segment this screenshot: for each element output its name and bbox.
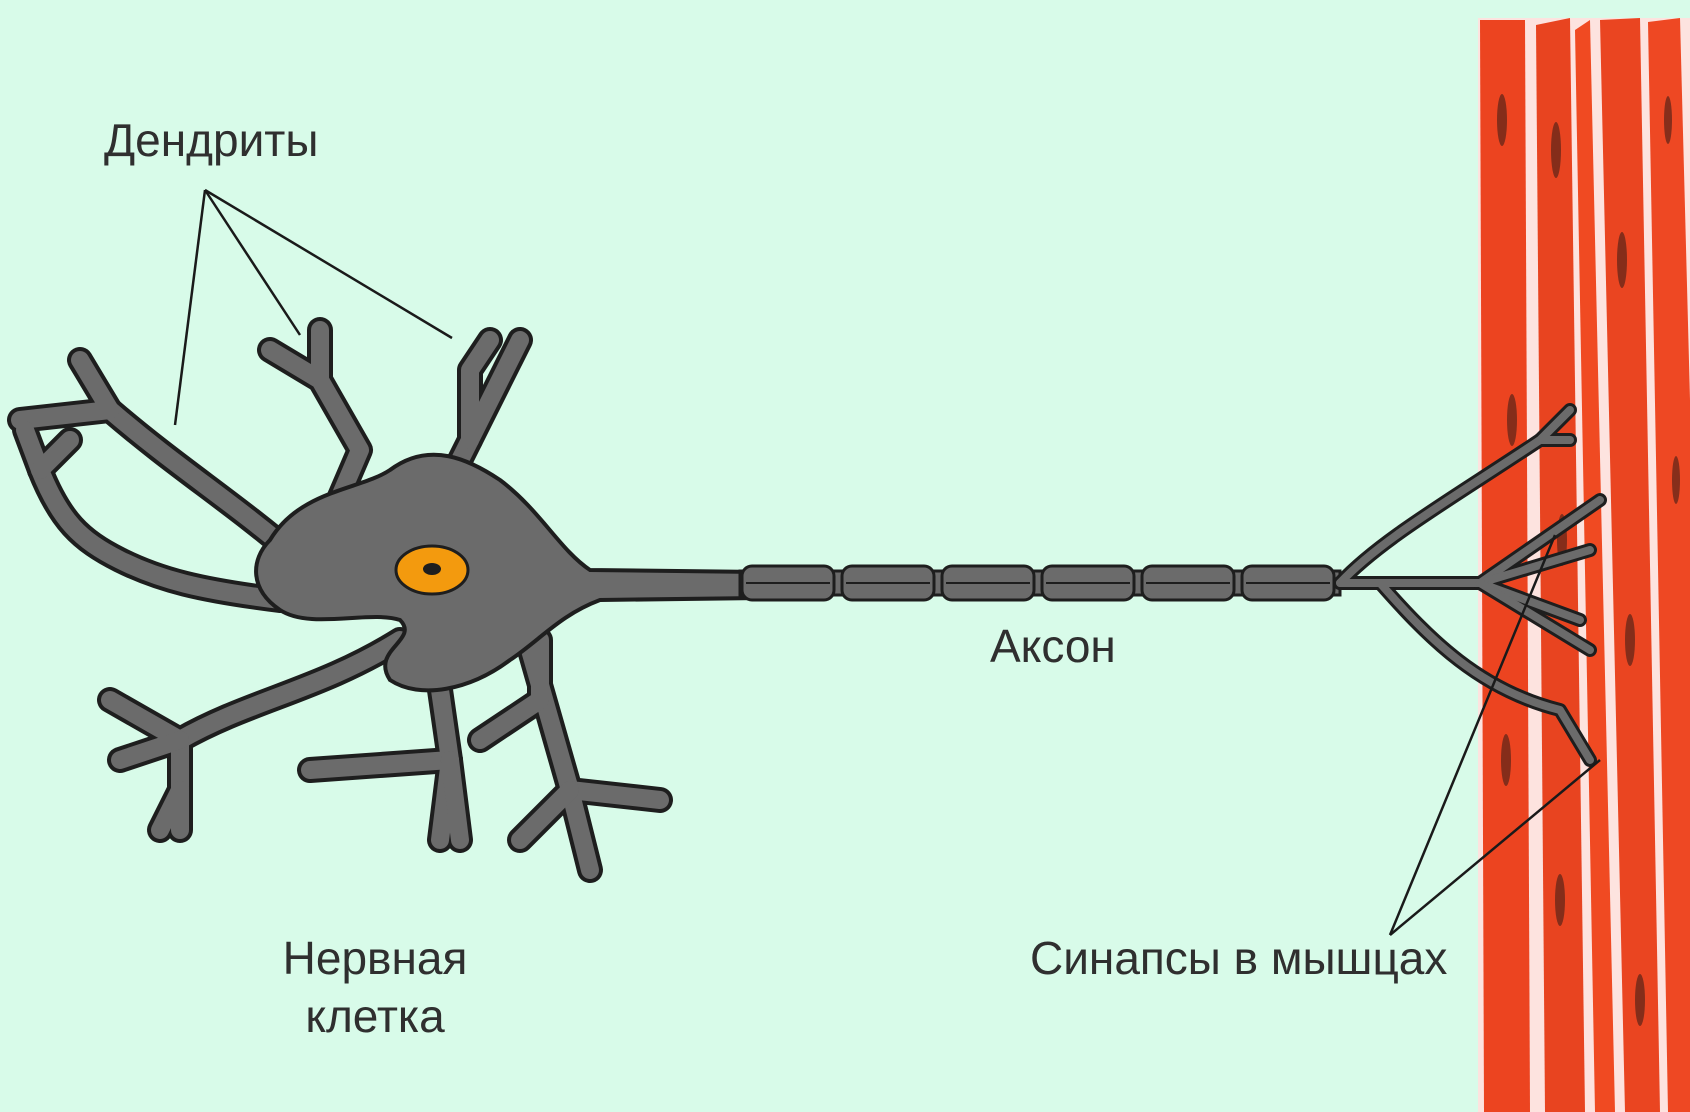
neuron bbox=[20, 330, 1600, 870]
dendrite-pointer-1 bbox=[175, 190, 205, 425]
nucleolus bbox=[423, 563, 441, 575]
dendrites-label: Дендриты bbox=[104, 112, 318, 170]
nerve-cell-label-line2: клетка bbox=[270, 988, 480, 1046]
nerve-cell-label-line1: Нервная bbox=[270, 930, 480, 988]
dendrite-pointer-3 bbox=[205, 190, 452, 338]
nerve-cell-label: Нервная клетка bbox=[270, 930, 480, 1045]
axon bbox=[740, 566, 1340, 600]
synapses-label: Синапсы в мышцах bbox=[1030, 930, 1447, 988]
axon-label: Аксон bbox=[990, 618, 1116, 676]
dendrite-pointer-2 bbox=[205, 190, 300, 335]
